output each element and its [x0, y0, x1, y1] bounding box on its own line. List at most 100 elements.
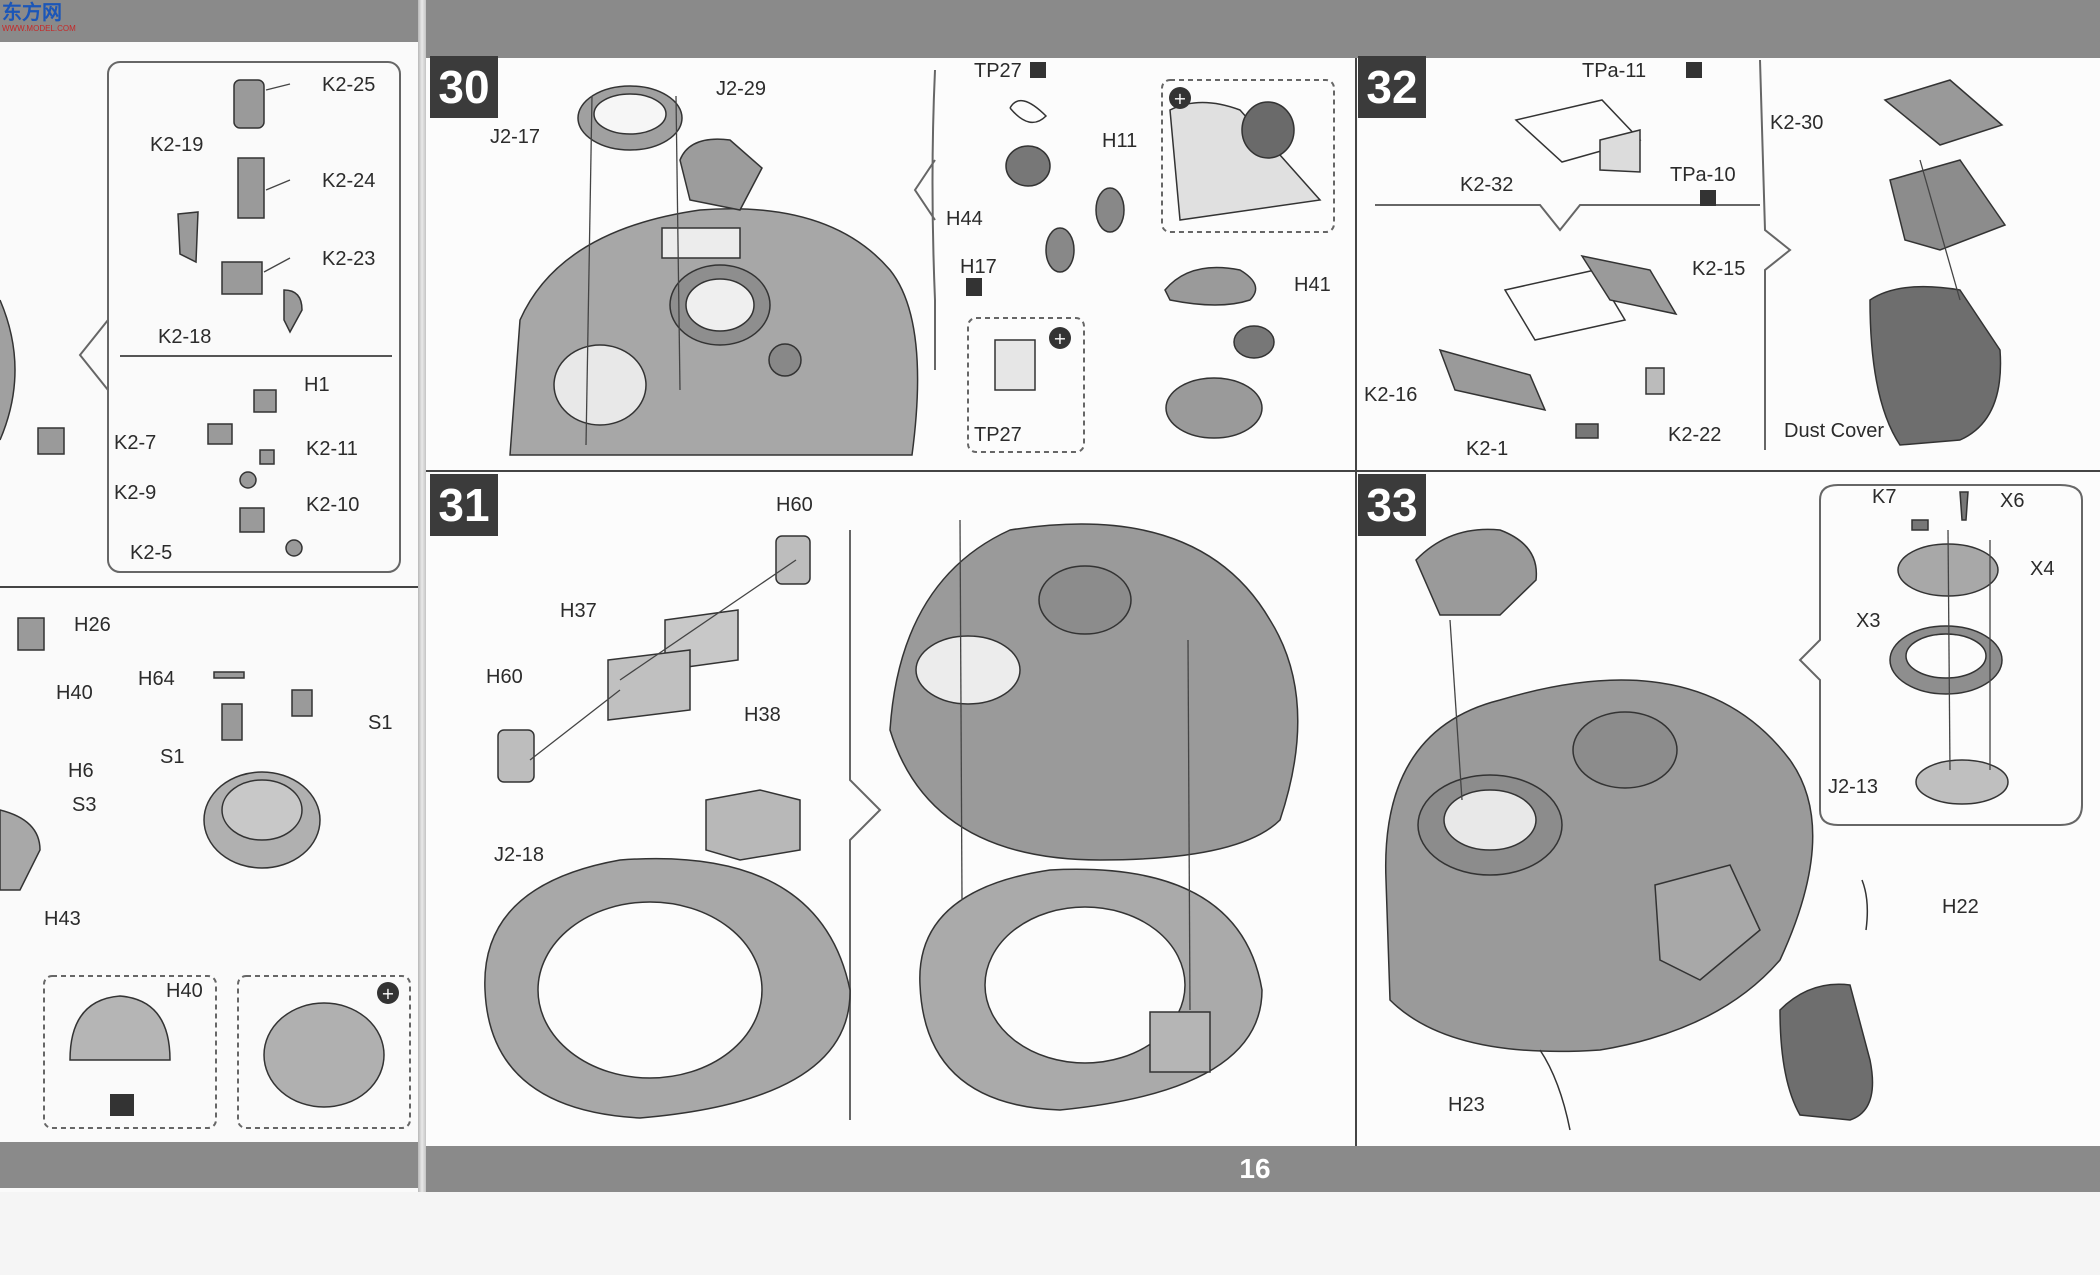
label-tpa-11: TPa-11	[1582, 60, 1647, 82]
label-k2-19: K2-19	[150, 134, 204, 156]
label-h41: H41	[1294, 274, 1331, 296]
tp27-detail	[994, 339, 1036, 391]
page-number: 16	[1239, 1153, 1271, 1184]
part-k2-23	[221, 261, 263, 295]
commander-cupola	[679, 138, 763, 211]
callout-box-step33	[1798, 484, 2083, 826]
label-k2-25: K2-25	[322, 74, 376, 96]
part-h1	[253, 389, 277, 413]
part-h43	[0, 809, 41, 891]
part-k2-9	[239, 471, 257, 489]
part-h22	[1861, 879, 1869, 931]
label-k2-30: K2-30	[1770, 112, 1824, 134]
part-dust-cover	[1869, 285, 2002, 446]
part-k2-1	[1575, 423, 1599, 439]
label-k2-11: K2-11	[306, 438, 358, 460]
part-s1-left	[221, 703, 243, 741]
part-h26	[17, 617, 45, 651]
detail-box-30-zoom	[1161, 79, 1335, 233]
part-k2-15	[1580, 254, 1678, 316]
svg-text:+: +	[381, 984, 394, 1003]
part-h44	[1005, 145, 1051, 187]
photo-etch-icon	[1700, 190, 1716, 206]
part-j2-13	[1915, 759, 2009, 805]
label-k7: K7	[1872, 486, 1897, 508]
label-s3: S3	[72, 794, 97, 816]
part-h60-top	[775, 535, 811, 585]
mantlet-installed	[1149, 1011, 1211, 1073]
label-k2-32: K2-32	[1460, 174, 1514, 196]
label-k2-1: K2-1	[1466, 438, 1509, 460]
label-h60-left: H60	[486, 666, 523, 688]
label-k2-18: K2-18	[158, 326, 212, 348]
label-k2-22: K2-22	[1668, 424, 1722, 446]
label-h26: H26	[74, 614, 111, 636]
callout-box-parts	[107, 61, 401, 573]
part-k2-25	[233, 79, 265, 129]
label-dust-cover: Dust Cover	[1784, 420, 1885, 442]
part-turret-edge	[0, 299, 16, 441]
part-h60-left	[497, 729, 535, 783]
label-k2-10: K2-10	[306, 494, 360, 516]
decal-icon	[966, 278, 982, 296]
part-ring-detail	[263, 1002, 385, 1108]
photo-etch-icon	[1030, 62, 1046, 78]
gun-mantlet-part	[705, 789, 801, 861]
label-x3: X3	[1856, 610, 1881, 632]
label-h17: H17	[960, 256, 997, 278]
hatch-opening-left	[553, 344, 647, 426]
part-h41-head	[1233, 325, 1275, 359]
scan-background	[0, 1192, 2100, 1275]
label-s1-right: S1	[368, 712, 393, 734]
label-h22: H22	[1942, 896, 1979, 918]
label-s1-left: S1	[160, 746, 185, 768]
part-k2-11	[259, 449, 275, 465]
label-h40-detail: H40	[166, 980, 203, 1002]
smoke-box	[768, 343, 802, 377]
label-tp27: TP27	[974, 60, 1022, 82]
label-tp27-detail: TP27	[974, 424, 1022, 446]
label-k2-16: K2-16	[1364, 384, 1418, 406]
zoom-icon: +	[377, 982, 399, 1004]
part-k2-10	[285, 539, 303, 557]
label-h38: H38	[744, 704, 781, 726]
periscope-block	[661, 227, 741, 259]
label-j2-18: J2-18	[494, 844, 545, 866]
part-h40-detail	[69, 995, 171, 1061]
label-h60-top: H60	[776, 494, 813, 516]
logo-text: 东方网	[2, 2, 62, 24]
part-h23	[1539, 1049, 1571, 1131]
book-gutter	[418, 0, 426, 1200]
label-j2-13: J2-13	[1828, 776, 1879, 798]
left-header-bar	[0, 0, 418, 42]
part-h17	[1045, 227, 1075, 273]
mantlet-step33	[1654, 864, 1761, 981]
part-k2-24	[237, 157, 265, 219]
step-32-badge: 32	[1358, 56, 1426, 118]
label-h37: H37	[560, 600, 597, 622]
label-x4: X4	[2030, 558, 2055, 580]
label-h23: H23	[1448, 1094, 1485, 1116]
right-footer-bar	[426, 1146, 2100, 1192]
detail-box-h40	[43, 975, 217, 1129]
detail-box-zoom-left	[237, 975, 411, 1129]
searchlight-zoom	[1241, 101, 1295, 159]
part-fragment-left	[37, 427, 65, 455]
label-h44: H44	[946, 208, 983, 230]
turret-step31	[889, 523, 1299, 861]
label-h1: H1	[304, 374, 330, 396]
label-k2-23: K2-23	[322, 248, 376, 270]
glue-icon	[110, 1094, 134, 1116]
detail-box-tp27	[967, 317, 1085, 453]
label-j2-17: J2-17	[490, 126, 541, 148]
part-x6	[1959, 491, 1969, 521]
part-s1-right	[291, 689, 313, 717]
label-k2-5: K2-5	[130, 542, 173, 564]
part-k2-19	[177, 211, 199, 264]
label-h64: H64	[138, 668, 175, 690]
zoom-icon: +	[1169, 87, 1191, 109]
label-h11: H11	[1102, 130, 1138, 152]
part-k2-5	[239, 507, 265, 533]
part-k2-18	[283, 289, 303, 334]
